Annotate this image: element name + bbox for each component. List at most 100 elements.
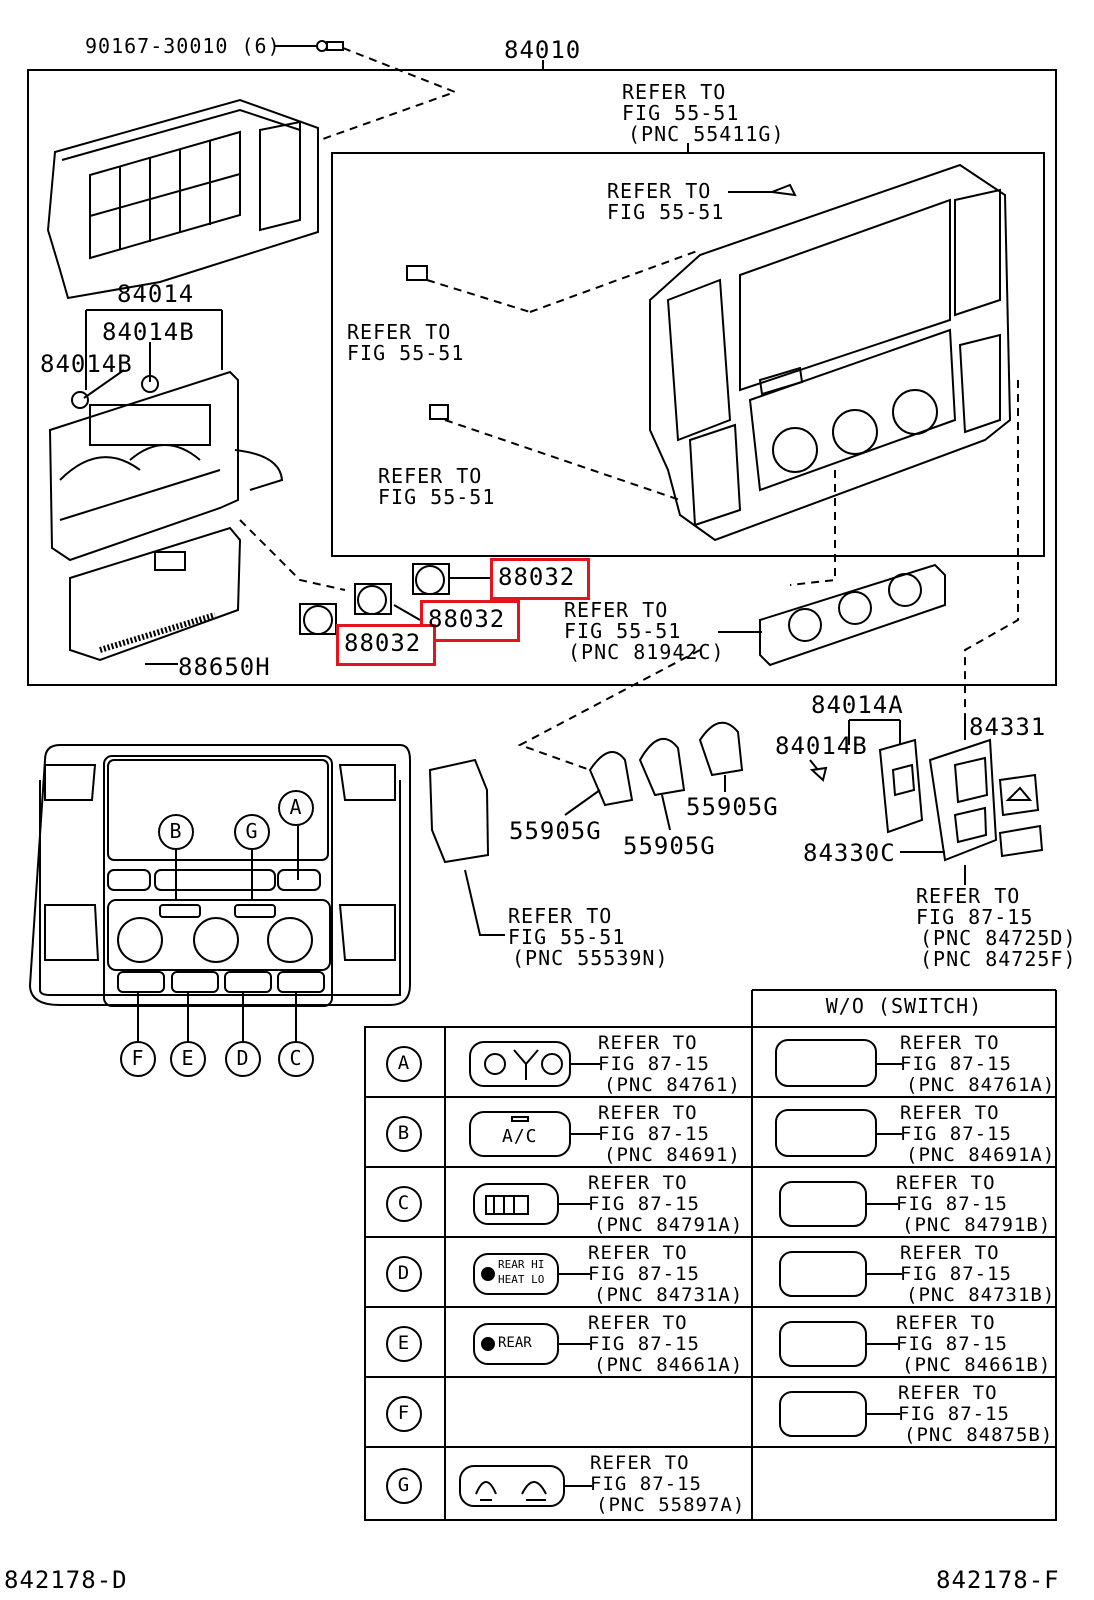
knob-55905g — [588, 721, 744, 807]
switch-84725 — [998, 824, 1044, 858]
label-84014: 84014 — [117, 280, 195, 308]
row-ref-text: REFER TO — [588, 1172, 688, 1194]
switch-icon-a — [469, 1041, 571, 1087]
row-ref-text-wo-switch: (PNC 84661B) — [902, 1354, 1052, 1376]
switch-84330c — [928, 738, 998, 862]
switch-table-grid — [364, 989, 1057, 1521]
switch-text-rear-hi: REAR HI — [498, 1258, 545, 1271]
row-ref-text: REFER TO — [598, 1032, 698, 1054]
panel-letter: E — [181, 1046, 195, 1070]
label-84014a: 84014A — [811, 691, 904, 719]
label-55905g: 55905G — [509, 817, 602, 845]
row-letter: B — [397, 1122, 411, 1144]
label-fig: FIG 55-51 — [622, 101, 740, 125]
row-ref-text: (PNC 84731A) — [594, 1284, 744, 1306]
row-ref-text: FIG 87-15 — [588, 1333, 700, 1355]
label-assy-84010: 84010 — [504, 36, 582, 64]
label-pnc: (PNC 81942C) — [568, 640, 725, 664]
label-refer: REFER TO — [378, 464, 483, 488]
row-ref-text: FIG 87-15 — [588, 1263, 700, 1285]
row-letter: D — [397, 1262, 411, 1284]
control-board — [48, 370, 284, 562]
panel-letter: A — [289, 795, 303, 819]
switch-84331 — [998, 773, 1040, 817]
row-ref-text-wo-switch: REFER TO — [896, 1312, 996, 1334]
lid-55539n — [428, 758, 490, 864]
label-refer: REFER TO — [347, 320, 452, 344]
switch-text-heat-lo: HEAT LO — [498, 1273, 545, 1286]
label-refer: REFER TO — [607, 179, 712, 203]
row-ref-text-wo-switch: (PNC 84691A) — [906, 1144, 1056, 1166]
figure-code-left: 842178-D — [4, 1566, 128, 1594]
row-ref-text-wo-switch: REFER TO — [900, 1102, 1000, 1124]
row-ref-text: REFER TO — [588, 1312, 688, 1334]
label-pnc: (PNC 55539N) — [512, 946, 669, 970]
panel-letter: C — [289, 1046, 303, 1070]
label-84014b: 84014B — [40, 350, 133, 378]
label-pnc: (PNC 55411G) — [628, 122, 785, 146]
switch-text-ac: A/C — [502, 1126, 538, 1147]
table-header: W/O (SWITCH) — [825, 994, 983, 1018]
panel-letter: G — [245, 819, 259, 843]
row-ref-text-wo-switch: (PNC 84761A) — [906, 1074, 1056, 1096]
bolt-icon — [275, 40, 344, 52]
bulb-sockets-88032 — [299, 563, 450, 635]
row-ref-text-wo-switch: REFER TO — [900, 1032, 1000, 1054]
label-88650h: 88650H — [178, 653, 271, 681]
row-ref-text-wo-switch: FIG 87-15 — [900, 1053, 1012, 1075]
label-84331: 84331 — [969, 713, 1047, 741]
row-letter-circles — [386, 1046, 422, 1504]
row-ref-text: REFER TO — [588, 1242, 688, 1264]
label-84014b: 84014B — [102, 318, 195, 346]
row-ref-text-wo-switch: (PNC 84791B) — [902, 1214, 1052, 1236]
row-ref-text: (PNC 84761) — [604, 1074, 741, 1096]
panel-letter: D — [236, 1046, 250, 1070]
label-88032: 88032 — [498, 563, 576, 591]
row-ref-text-wo-switch: FIG 87-15 — [900, 1123, 1012, 1145]
label-pnc: (PNC 84725F) — [920, 947, 1077, 971]
row-ref-text-wo-switch: FIG 87-15 — [898, 1403, 1010, 1425]
row-ref-text: (PNC 55897A) — [596, 1494, 746, 1516]
figure-code-right: 842178-F — [936, 1566, 1060, 1594]
row-ref-text: REFER TO — [590, 1452, 690, 1474]
panel-front-view — [28, 744, 411, 1007]
row-ref-text-wo-switch: REFER TO — [896, 1172, 996, 1194]
row-ref-text-wo-switch: (PNC 84731B) — [906, 1284, 1056, 1306]
panel-letter: F — [131, 1046, 145, 1070]
row-ref-text-wo-switch: REFER TO — [900, 1242, 1000, 1264]
row-ref-text-wo-switch: (PNC 84875B) — [904, 1424, 1054, 1446]
label-refer: REFER TO — [622, 80, 727, 104]
row-letter: G — [397, 1474, 411, 1496]
row-ref-text: REFER TO — [598, 1102, 698, 1124]
label-55905g: 55905G — [623, 832, 716, 860]
switch-text-rear: REAR — [498, 1335, 532, 1351]
letter-circles — [120, 790, 314, 1077]
label-fig: FIG 55-51 — [378, 485, 496, 509]
row-letter: E — [397, 1332, 411, 1354]
label-fig: FIG 55-51 — [564, 619, 682, 643]
row-ref-text: FIG 87-15 — [590, 1473, 702, 1495]
trim-plate-81942c — [759, 563, 946, 667]
center-bezel — [649, 163, 1012, 542]
row-letter: C — [397, 1192, 411, 1214]
label-fig: FIG 55-51 — [607, 200, 725, 224]
label-88032: 88032 — [428, 605, 506, 633]
row-ref-text: FIG 87-15 — [598, 1123, 710, 1145]
panel-letter: B — [169, 819, 183, 843]
row-ref-text: (PNC 84661A) — [594, 1354, 744, 1376]
label-fig: FIG 55-51 — [508, 925, 626, 949]
label-fig: FIG 87-15 — [916, 905, 1034, 929]
label-84330c: 84330C — [803, 839, 896, 867]
row-ref-text: (PNC 84791A) — [594, 1214, 744, 1236]
row-ref-text-wo-switch: REFER TO — [898, 1382, 998, 1404]
label-55905g: 55905G — [686, 793, 779, 821]
row-ref-text-wo-switch: FIG 87-15 — [896, 1193, 1008, 1215]
row-ref-text-wo-switch: FIG 87-15 — [900, 1263, 1012, 1285]
row-letter: F — [397, 1402, 411, 1424]
label-fig: FIG 55-51 — [347, 341, 465, 365]
row-ref-text-wo-switch: FIG 87-15 — [896, 1333, 1008, 1355]
row-ref-text: (PNC 84691) — [604, 1144, 741, 1166]
label-88032: 88032 — [344, 629, 422, 657]
